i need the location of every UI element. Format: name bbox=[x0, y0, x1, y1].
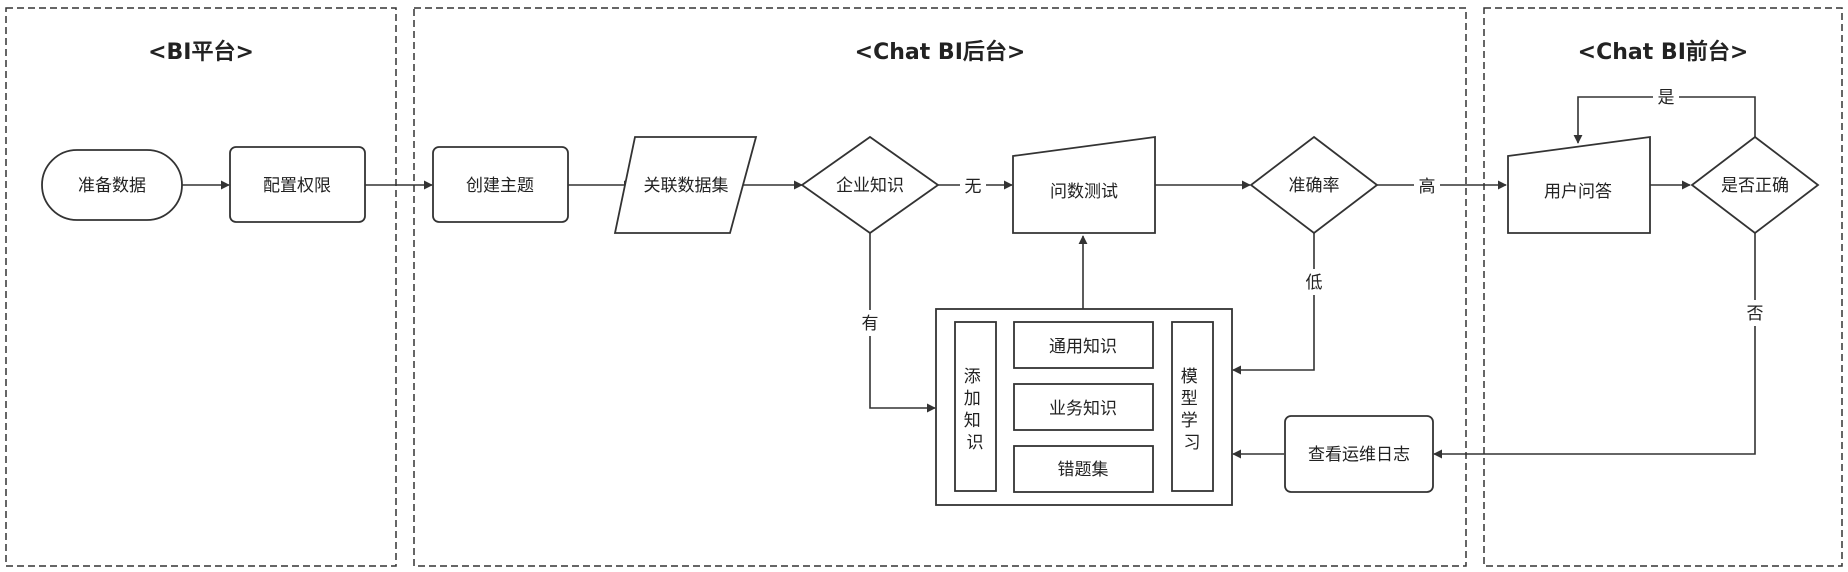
node-is-correct-label: 是否正确 bbox=[1721, 176, 1789, 196]
model-learning-char-4: 习 bbox=[1184, 433, 1201, 453]
edge-correct-no-to-log bbox=[1433, 233, 1756, 459]
add-knowledge-char-4: 识 bbox=[967, 433, 984, 453]
lane-chatbi-frontend bbox=[1483, 7, 1843, 567]
node-link-dataset-label: 关联数据集 bbox=[644, 176, 729, 196]
node-accuracy-shape[interactable] bbox=[1249, 135, 1379, 235]
node-user-qa-shape[interactable] bbox=[1507, 135, 1651, 234]
node-link-dataset-shape[interactable] bbox=[613, 136, 758, 234]
node-question-test-label: 问数测试 bbox=[1050, 182, 1118, 202]
node-general-knowledge-label: 通用知识 bbox=[1049, 337, 1117, 357]
node-config-permission-shape[interactable] bbox=[229, 146, 366, 223]
edge-label-not: 否 bbox=[1747, 304, 1764, 324]
node-business-knowledge-label: 业务知识 bbox=[1049, 399, 1117, 419]
add-knowledge-char-2: 加 bbox=[964, 389, 981, 409]
node-accuracy-label: 准确率 bbox=[1289, 176, 1340, 196]
node-question-test-shape[interactable] bbox=[1012, 135, 1156, 234]
node-user-qa-label: 用户问答 bbox=[1544, 182, 1612, 202]
node-prepare-data-shape[interactable] bbox=[41, 149, 183, 221]
node-wrong-questions-label: 错题集 bbox=[1058, 460, 1109, 480]
node-config-permission-label: 配置权限 bbox=[263, 176, 331, 196]
node-prepare-data-label: 准备数据 bbox=[78, 176, 146, 196]
lane-title-chatbi-frontend: <Chat BI前台> bbox=[1578, 39, 1749, 65]
lane-chatbi-backend bbox=[413, 7, 1467, 567]
node-model-learning-label: 模 型 学 习 bbox=[1181, 367, 1203, 453]
edge-label-yes: 是 bbox=[1658, 88, 1675, 108]
edge-label-high: 高 bbox=[1419, 177, 1436, 197]
lane-title-chatbi-backend: <Chat BI后台> bbox=[855, 39, 1026, 65]
node-add-knowledge-label: 添 加 知 识 bbox=[964, 367, 986, 453]
node-view-ops-log-label: 查看运维日志 bbox=[1308, 445, 1410, 465]
add-knowledge-char-1: 添 bbox=[964, 367, 981, 387]
node-enterprise-knowledge-label: 企业知识 bbox=[836, 176, 904, 196]
node-is-correct-shape[interactable] bbox=[1690, 135, 1820, 235]
node-add-knowledge-shape[interactable] bbox=[954, 321, 997, 492]
add-knowledge-char-3: 知 bbox=[964, 411, 981, 431]
node-create-topic-shape[interactable] bbox=[432, 146, 569, 223]
edge-accuracy-low-to-box bbox=[1232, 233, 1315, 375]
lane-title-bi-platform: <BI平台> bbox=[148, 39, 254, 65]
node-model-learning-shape[interactable] bbox=[1171, 321, 1214, 492]
edge-knowledge-has-to-box bbox=[869, 233, 936, 413]
node-view-ops-log-shape[interactable] bbox=[1284, 415, 1434, 493]
node-enterprise-knowledge-shape[interactable] bbox=[800, 135, 940, 235]
lane-bi-platform bbox=[5, 7, 397, 567]
node-general-knowledge-shape[interactable] bbox=[1013, 321, 1154, 369]
model-learning-char-2: 型 bbox=[1181, 389, 1198, 409]
node-business-knowledge-shape[interactable] bbox=[1013, 383, 1154, 431]
node-create-topic-label: 创建主题 bbox=[466, 176, 534, 196]
edge-label-no: 无 bbox=[965, 177, 982, 197]
edge-label-low: 低 bbox=[1306, 273, 1323, 293]
edge-label-has: 有 bbox=[862, 314, 879, 334]
model-learning-char-1: 模 bbox=[1181, 367, 1198, 387]
model-learning-char-3: 学 bbox=[1181, 411, 1198, 431]
node-wrong-questions-shape[interactable] bbox=[1013, 445, 1154, 493]
